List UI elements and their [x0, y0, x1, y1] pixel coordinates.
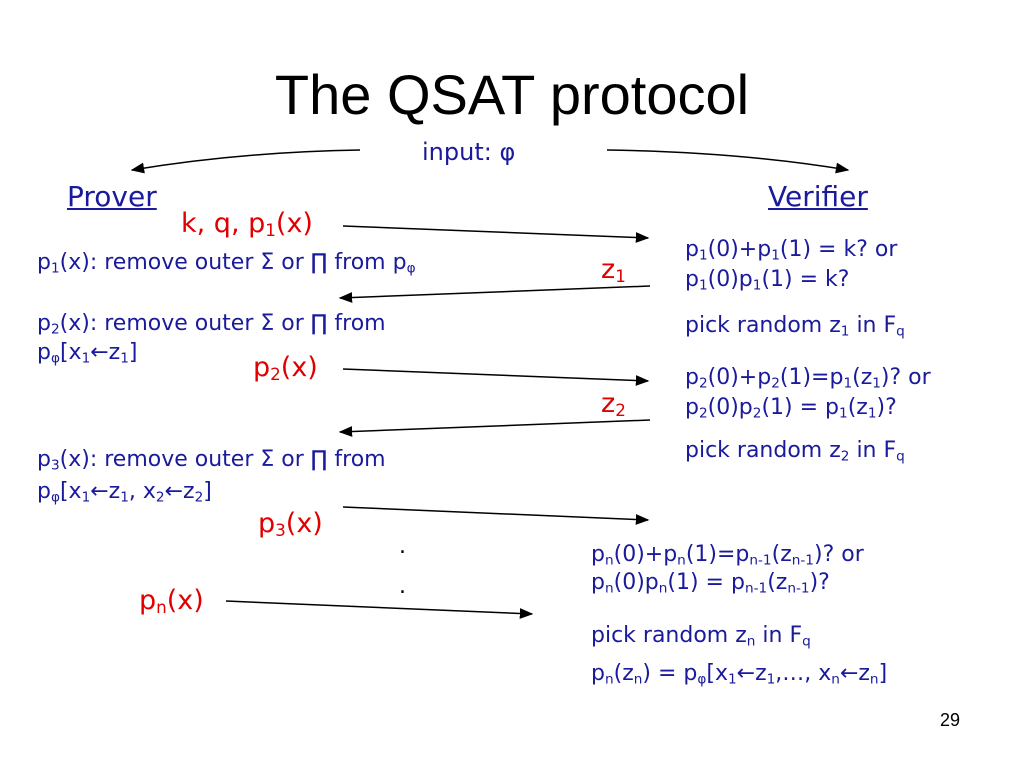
- message-z2: z2: [601, 388, 626, 421]
- ellipsis-dot-2: .: [399, 574, 406, 599]
- arrow-msg-3: [342, 506, 650, 525]
- message-p2: p2(x): [253, 352, 318, 385]
- arrow-msg-1: [342, 225, 650, 243]
- arrow-msg-2: [342, 368, 650, 386]
- arrow-msg-n: [225, 600, 534, 619]
- verifier-line-9: pick random zn in Fq: [591, 623, 811, 650]
- message-p3: p3(x): [258, 508, 323, 541]
- message-z1: z1: [601, 254, 626, 287]
- verifier-line-10: pn(zn) = pφ[x1←z1,…, xn←zn]: [591, 661, 888, 688]
- arrow-z1: [338, 285, 651, 303]
- arrow-z2: [338, 419, 651, 437]
- prover-label: Prover: [67, 180, 157, 213]
- prover-line-1: p1(x): remove outer Σ or ∏ from pφ: [37, 250, 416, 277]
- verifier-label: Verifier: [768, 180, 868, 213]
- verifier-line-3: pick random z1 in Fq: [685, 313, 905, 340]
- input-arrow-left: [130, 149, 361, 174]
- ellipsis-dot-1: .: [399, 534, 406, 559]
- message-k-q-p1: k, q, p1(x): [181, 208, 313, 241]
- verifier-line-6: pick random z2 in Fq: [685, 438, 905, 465]
- page-number: 29: [940, 710, 961, 730]
- slide-title: The QSAT protocol: [274, 63, 750, 126]
- input-arrow-right: [606, 149, 850, 174]
- message-pn: pn(x): [139, 585, 204, 618]
- input-label: input: φ: [422, 138, 516, 166]
